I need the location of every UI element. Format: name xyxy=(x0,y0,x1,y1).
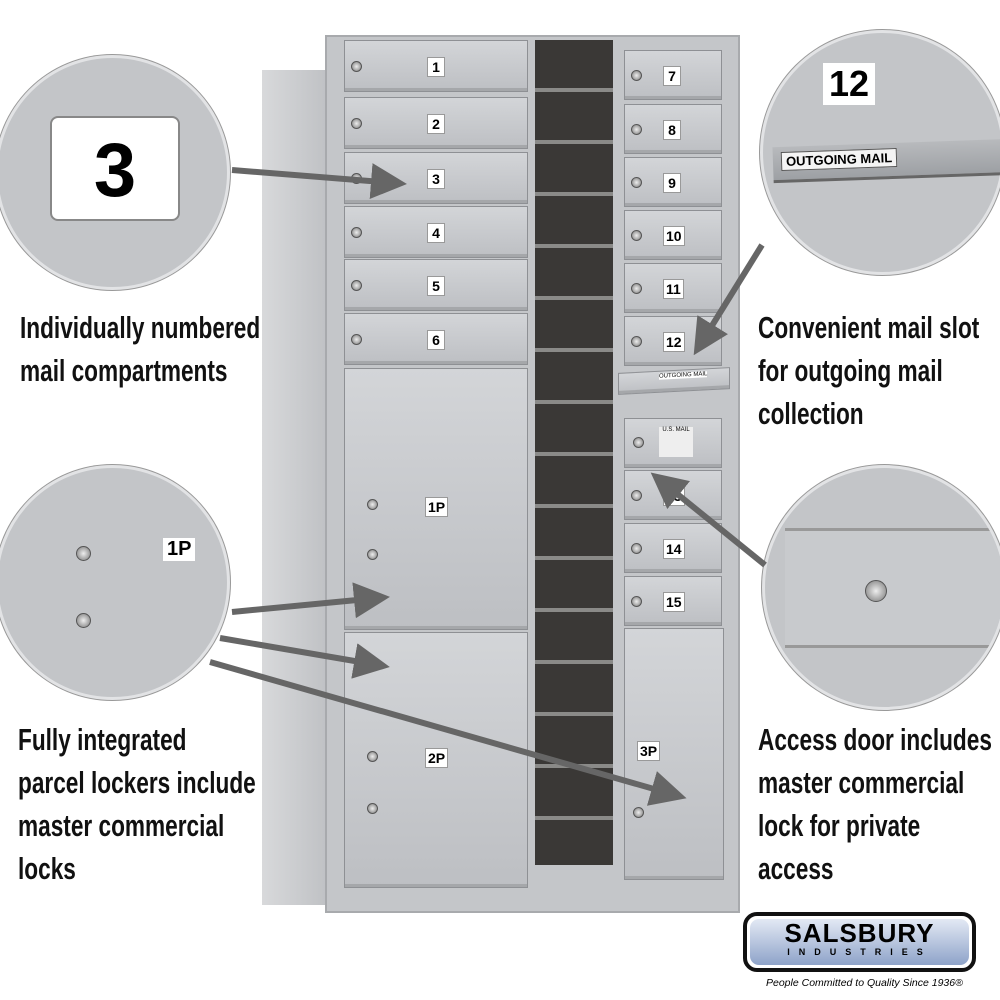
mail-door[interactable]: 15 xyxy=(624,576,722,626)
lock-icon xyxy=(351,334,362,345)
lock-icon xyxy=(631,596,642,607)
mail-door[interactable]: 11 xyxy=(624,263,722,313)
lock-icon xyxy=(633,807,644,818)
mail-door[interactable]: 6 xyxy=(344,313,528,365)
zoom-outgoing-slot: 12 OUTGOING MAIL xyxy=(760,30,1000,275)
mail-door[interactable]: 10 xyxy=(624,210,722,260)
lock-icon xyxy=(367,499,378,510)
lock-icon xyxy=(631,177,642,188)
zoom-access-lock xyxy=(762,465,1000,710)
mail-door[interactable]: 8 xyxy=(624,104,722,154)
caption-parcel: Fully integrated parcel lockers include … xyxy=(18,722,256,886)
logo-tagline: People Committed to Quality Since 1936® xyxy=(766,977,963,989)
lock-icon xyxy=(351,280,362,291)
mail-door[interactable]: 9 xyxy=(624,157,722,207)
zoom-parcel-locks: 1P xyxy=(0,465,230,700)
lock-icon xyxy=(631,70,642,81)
lock-icon xyxy=(351,227,362,238)
mail-door[interactable]: 7 xyxy=(624,50,722,100)
lock-icon xyxy=(631,283,642,294)
lock-icon xyxy=(367,803,378,814)
zoom-numbered-door: 3 xyxy=(0,55,230,290)
lock-icon xyxy=(631,490,642,501)
lock-icon xyxy=(351,118,362,129)
lock-icon xyxy=(865,580,887,602)
lock-icon xyxy=(631,230,642,241)
access-panel[interactable]: U.S. MAIL xyxy=(624,418,722,468)
lock-icon xyxy=(631,543,642,554)
parcel-locker-3p[interactable]: 3P xyxy=(624,628,724,880)
mail-door[interactable]: 4 xyxy=(344,206,528,258)
mail-door[interactable]: 5 xyxy=(344,259,528,311)
lock-icon xyxy=(76,613,91,628)
caption-numbered: Individually numbered mail compartments xyxy=(20,310,261,388)
lock-icon xyxy=(367,549,378,560)
center-compartment xyxy=(535,40,613,865)
caption-access: Access door includes master commercial l… xyxy=(758,722,992,886)
mail-door[interactable]: 14 xyxy=(624,523,722,573)
lock-icon xyxy=(631,124,642,135)
mail-door[interactable]: 2 xyxy=(344,97,528,149)
caption-outgoing: Convenient mail slot for outgoing mail c… xyxy=(758,310,980,431)
lock-icon xyxy=(633,437,644,448)
salsbury-logo: SALSBURY INDUSTRIES xyxy=(743,912,976,972)
unit-side xyxy=(262,70,328,905)
lock-icon xyxy=(367,751,378,762)
lock-icon xyxy=(76,546,91,561)
lock-icon xyxy=(631,336,642,347)
lock-icon xyxy=(351,61,362,72)
mail-door[interactable]: 1 xyxy=(344,40,528,92)
